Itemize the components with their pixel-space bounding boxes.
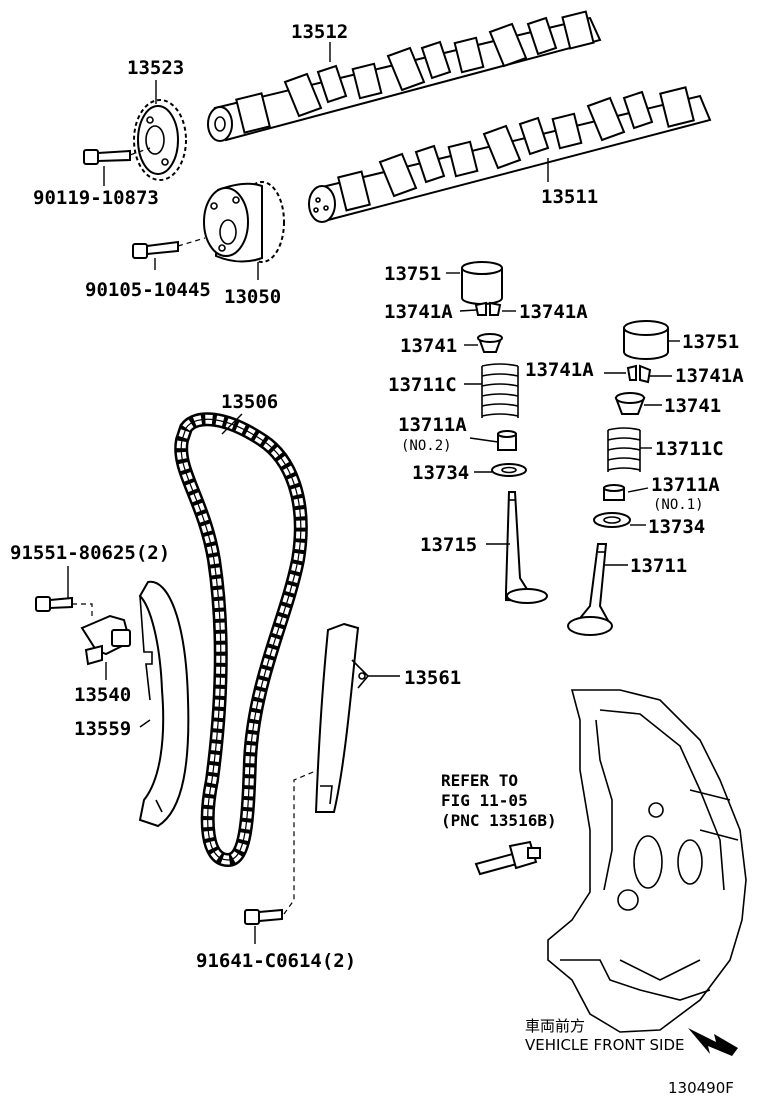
- vehicle-front-japanese: 車両前方: [525, 1017, 585, 1035]
- camshaft-sprocket-13523[interactable]: [133, 99, 187, 181]
- refer-line-3: (PNC 13516B): [441, 811, 557, 830]
- label-13561: 13561: [404, 667, 461, 689]
- exhaust-valve-13715[interactable]: [505, 491, 548, 604]
- valve-lifter-13751-left[interactable]: [461, 261, 503, 305]
- figure-number: 130490F: [668, 1079, 734, 1097]
- label-13741A-left-b: 13741A: [519, 301, 588, 323]
- part-labels: 13512 13523 90119-10873 13511 90105-1044…: [10, 21, 744, 1097]
- label-13506: 13506: [221, 391, 278, 413]
- bolt-91551-80625[interactable]: [35, 596, 73, 612]
- valve-spring-13711C-left[interactable]: [481, 363, 519, 418]
- leader-lines: [67, 42, 680, 944]
- chain-guide-13561[interactable]: [314, 622, 370, 813]
- refer-line-1: REFER TO: [441, 771, 518, 790]
- valve-retainer-13741-left[interactable]: [477, 333, 503, 353]
- camshaft-13512[interactable]: [207, 10, 602, 142]
- bolt-90105-10445[interactable]: [132, 237, 206, 259]
- valve-stem-seal-13711A-left[interactable]: [497, 430, 517, 451]
- label-13540: 13540: [74, 684, 131, 706]
- label-13523: 13523: [127, 57, 184, 79]
- label-13741A-right-a: 13741A: [525, 359, 594, 381]
- valve-spring-seat-13734-right[interactable]: [593, 512, 631, 528]
- label-13711A-right: 13711A: [651, 474, 720, 496]
- chain-tensioner-slipper-13559[interactable]: [138, 580, 190, 828]
- label-13734-right: 13734: [648, 516, 705, 538]
- label-91641-C0614: 91641-C0614(2): [196, 950, 356, 972]
- label-13511: 13511: [541, 186, 598, 208]
- label-13711A-left: 13711A: [398, 414, 467, 436]
- valve-retainer-13741-right[interactable]: [614, 392, 646, 415]
- label-13715: 13715: [420, 534, 477, 556]
- label-90119-10873: 90119-10873: [33, 187, 159, 209]
- vehicle-front-arrow: [688, 1028, 738, 1056]
- bolt-91641-C0614[interactable]: [244, 769, 319, 925]
- valve-spring-seat-13734-left[interactable]: [491, 463, 527, 477]
- label-13751-left: 13751: [384, 263, 441, 285]
- valve-keeper-13741A-right[interactable]: [626, 364, 652, 384]
- label-13751-right: 13751: [682, 331, 739, 353]
- reference-pin-13516B[interactable]: [474, 840, 541, 876]
- valve-spring-13711C-right[interactable]: [607, 427, 641, 472]
- label-13741-left: 13741: [400, 335, 457, 357]
- timing-chain-13506[interactable]: [174, 412, 308, 868]
- bolt-90119-10873[interactable]: [83, 147, 151, 165]
- label-13711: 13711: [630, 555, 687, 577]
- refer-line-2: FIG 11-05: [441, 791, 528, 810]
- intake-valve-13711[interactable]: [567, 543, 613, 636]
- engine-block-outline: [547, 689, 747, 1033]
- label-90105-10445: 90105-10445: [85, 279, 211, 301]
- label-13741A-left-a: 13741A: [384, 301, 453, 323]
- label-no1: (NO.1): [653, 497, 704, 513]
- valve-stem-seal-13711A-right[interactable]: [603, 484, 625, 501]
- label-13734-left: 13734: [412, 462, 469, 484]
- camshaft-13511[interactable]: [308, 86, 712, 223]
- label-13711C-right: 13711C: [655, 438, 724, 460]
- label-no2: (NO.2): [401, 438, 452, 454]
- valve-keeper-13741A-left[interactable]: [474, 301, 502, 316]
- vehicle-front-english: VEHICLE FRONT SIDE: [525, 1036, 685, 1054]
- label-13741-right: 13741: [664, 395, 721, 417]
- label-13711C-left: 13711C: [388, 374, 457, 396]
- label-13559: 13559: [74, 718, 131, 740]
- label-13050: 13050: [224, 286, 281, 308]
- valve-lifter-13751-right[interactable]: [623, 320, 669, 360]
- label-13741A-right-b: 13741A: [675, 365, 744, 387]
- cam-timing-gear-13050[interactable]: [203, 181, 285, 263]
- chain-tensioner-13540[interactable]: [72, 603, 132, 666]
- label-13512: 13512: [291, 21, 348, 43]
- label-91551-80625: 91551-80625(2): [10, 542, 170, 564]
